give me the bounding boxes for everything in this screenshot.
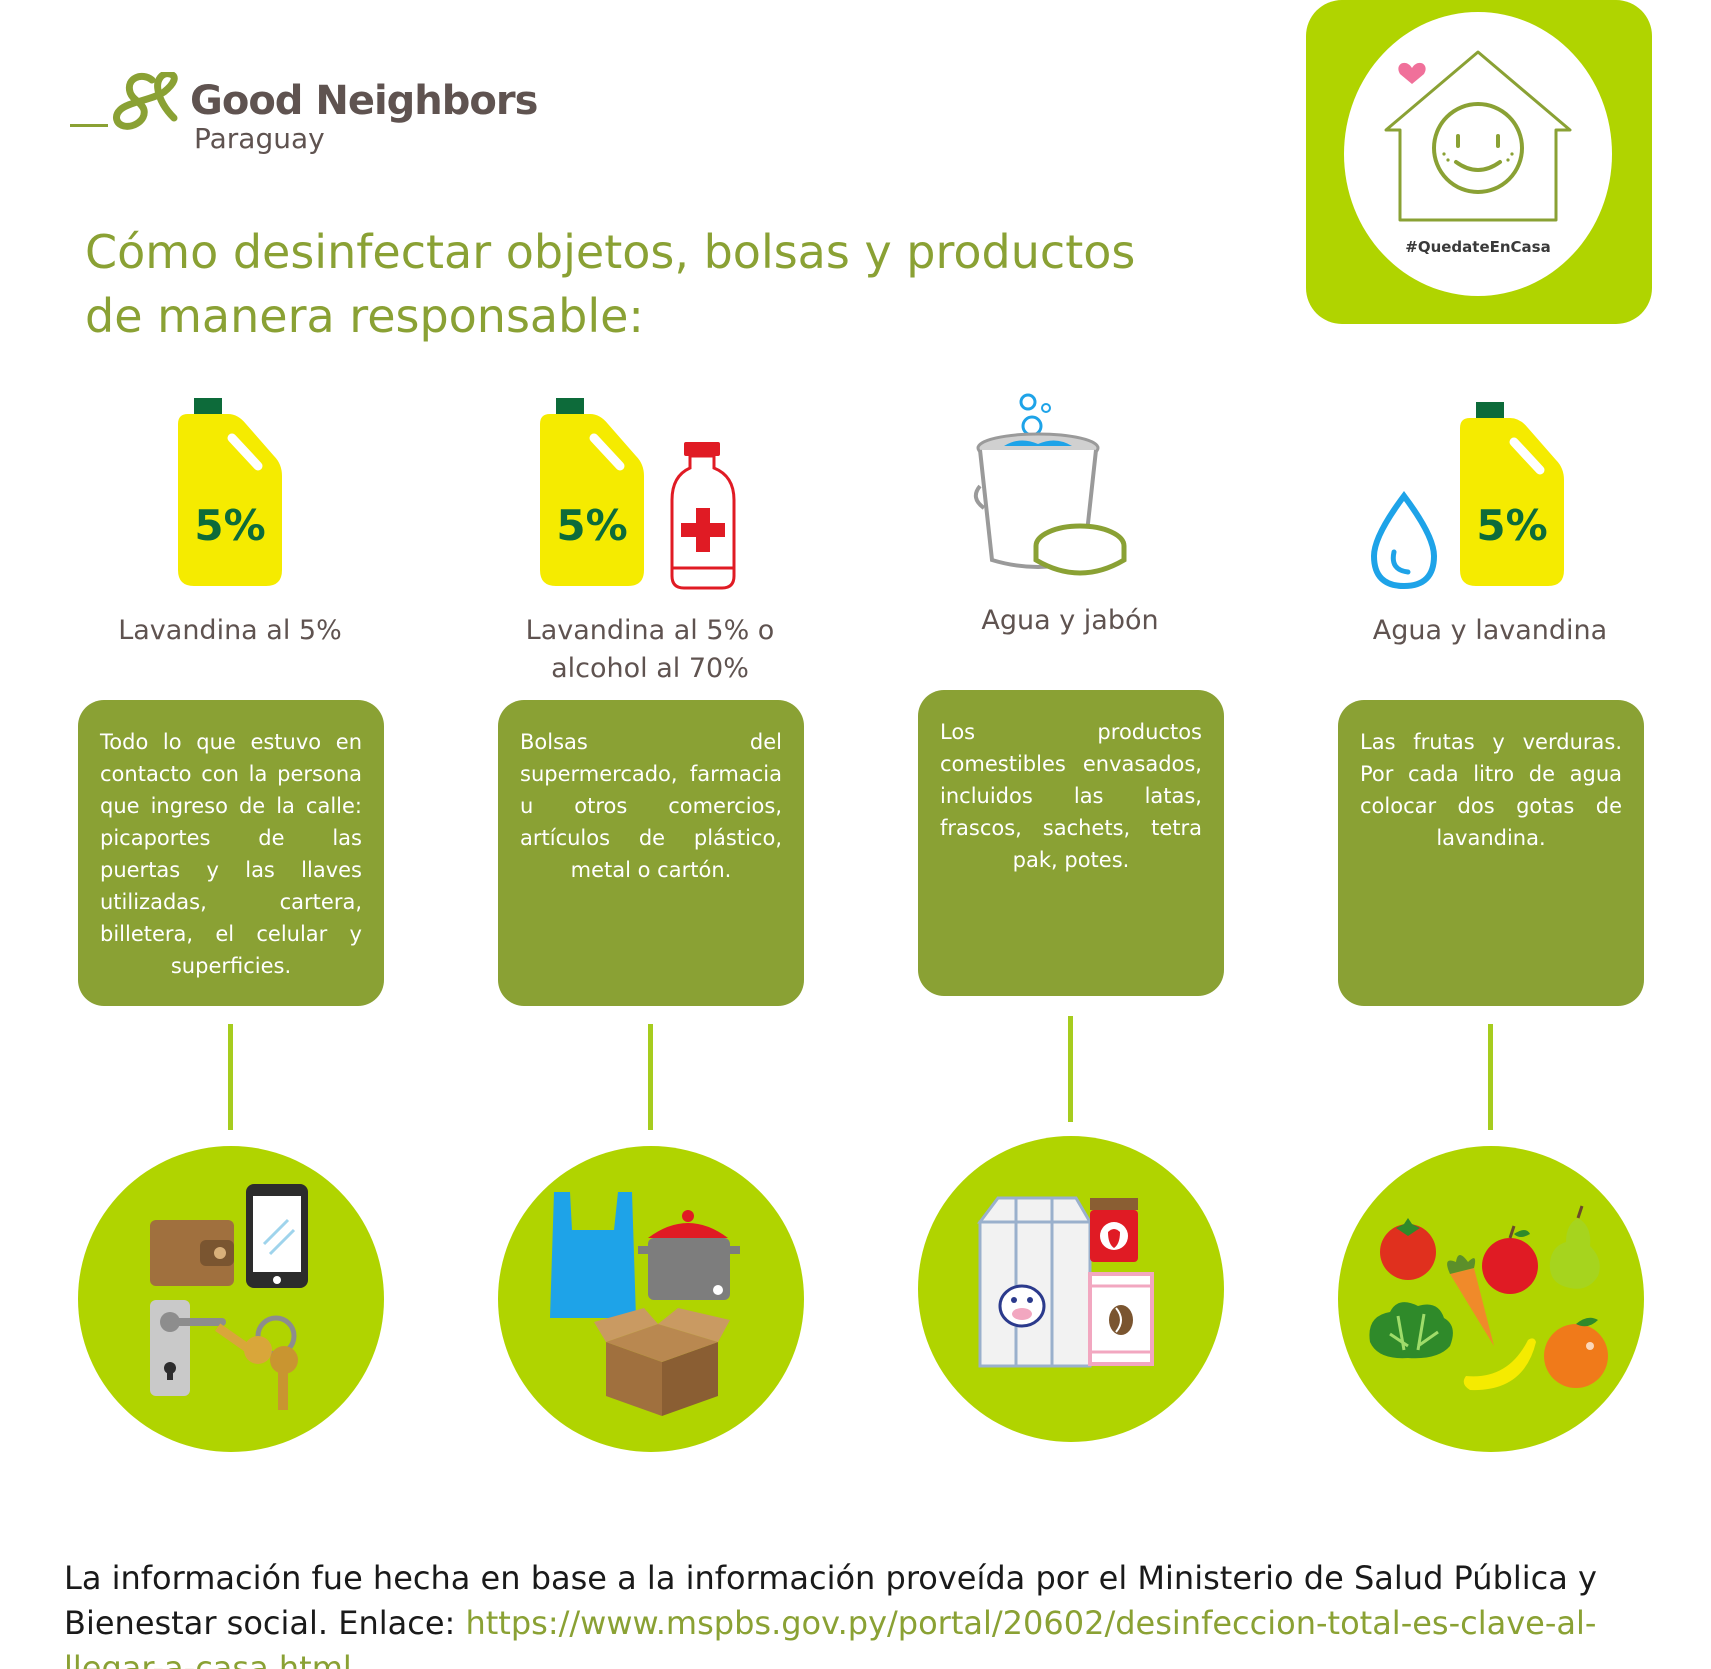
carrot-icon — [1447, 1255, 1494, 1346]
footer-text: La información fue hecha en base a la in… — [64, 1559, 1597, 1642]
alcohol-bottle-icon — [670, 442, 736, 590]
logo-ampersand-icon — [113, 72, 178, 130]
column-4: 5% Agua y lavandina Las frutas y verdura… — [1320, 380, 1660, 1480]
badge-hashtag: #QuedateEnCasa — [1405, 238, 1551, 256]
bleach-percent: 5% — [1476, 501, 1547, 550]
bucket-and-soap-icon — [973, 393, 1127, 576]
pear-icon — [1549, 1205, 1600, 1289]
bleach-percent: 5% — [194, 501, 265, 550]
plastic-bag-icon — [550, 1192, 636, 1318]
jam-jar-icon — [1090, 1198, 1138, 1262]
apple-icon — [1482, 1225, 1538, 1294]
method-label: Agua y jabón — [981, 605, 1159, 636]
water-drop-icon — [1370, 490, 1438, 590]
water-and-bleach-icon: 5% — [1370, 402, 1564, 590]
banana-icon — [1463, 1338, 1536, 1391]
orange-icon — [1544, 1317, 1608, 1388]
connector-line — [228, 1024, 233, 1130]
connector-line — [648, 1024, 653, 1130]
good-neighbors-logo: Good Neighbors Paraguay — [68, 72, 538, 162]
description-box: Todo lo que estuvo en contacto con la pe… — [78, 700, 384, 1006]
bubbles-icon — [1019, 393, 1051, 437]
logo-line — [70, 124, 108, 127]
connector-line — [1488, 1024, 1493, 1130]
bleach-percent: 5% — [556, 501, 627, 550]
method-label: Agua y lavandina — [1372, 615, 1608, 646]
lettuce-icon — [1369, 1302, 1453, 1359]
description-box: Las frutas y verduras. Por cada litro de… — [1338, 700, 1644, 1006]
description-box: Los productos comestibles envasados, inc… — [918, 690, 1224, 996]
connector-line — [1068, 1016, 1073, 1122]
wallet-icon — [150, 1220, 234, 1286]
logo-name: Good Neighbors — [190, 78, 538, 124]
description-text: Todo lo que estuvo en contacto con la pe… — [100, 730, 362, 978]
bags-circle — [498, 1146, 804, 1452]
soap-icon — [1033, 523, 1127, 576]
description-text: Las frutas y verduras. Por cada litro de… — [1360, 730, 1622, 850]
pot-icon — [638, 1210, 740, 1300]
badge-circle: #QuedateEnCasa — [1344, 12, 1612, 296]
source-link[interactable]: https://www.mspbs.gov.py/portal/20602/de… — [64, 1604, 1597, 1669]
stay-home-badge: #QuedateEnCasa — [1306, 0, 1652, 324]
packaged-food-circle — [918, 1136, 1224, 1442]
fruits-circle — [1338, 1146, 1644, 1452]
column-3: Agua y jabón Los productos comestibles e… — [900, 380, 1240, 1480]
bleach-bottle-icon: 5% — [178, 398, 282, 586]
tomato-icon — [1380, 1218, 1436, 1280]
milk-carton-icon — [977, 1196, 1093, 1368]
bleach-bottle-icon: 5% — [1460, 402, 1564, 586]
keys-icon — [215, 1315, 298, 1410]
column-1: 5% Lavandina al 5% Todo lo que estuvo en… — [60, 380, 400, 1480]
description-text: Los productos comestibles envasados, inc… — [940, 720, 1202, 872]
footer-source: La información fue hecha en base a la in… — [64, 1556, 1664, 1669]
smiley-icon — [1432, 102, 1524, 194]
description-box: Bolsas del supermercado, farmacia u otro… — [498, 700, 804, 1006]
method-label: Lavandina al 5% o alcohol al 70% — [525, 615, 775, 684]
cardboard-box-icon — [594, 1308, 730, 1416]
objects-circle — [78, 1146, 384, 1452]
bleach-bottle-icon: 5% — [540, 398, 644, 586]
coffee-sachet-icon — [1088, 1272, 1154, 1366]
heart-icon — [1398, 62, 1426, 84]
method-label: Lavandina al 5% — [118, 615, 342, 646]
house-icon — [1384, 50, 1572, 222]
logo-country: Paraguay — [194, 122, 325, 155]
phone-icon — [246, 1184, 308, 1288]
bleach-and-alcohol-icon: 5% — [540, 398, 736, 590]
page-title: Cómo desinfectar objetos, bolsas y produ… — [85, 225, 1136, 343]
column-2: 5% Lavandina al 5% o alcohol al 70% Bols… — [480, 380, 820, 1480]
description-text: Bolsas del supermercado, farmacia u otro… — [520, 730, 782, 882]
door-handle-icon — [150, 1300, 226, 1396]
